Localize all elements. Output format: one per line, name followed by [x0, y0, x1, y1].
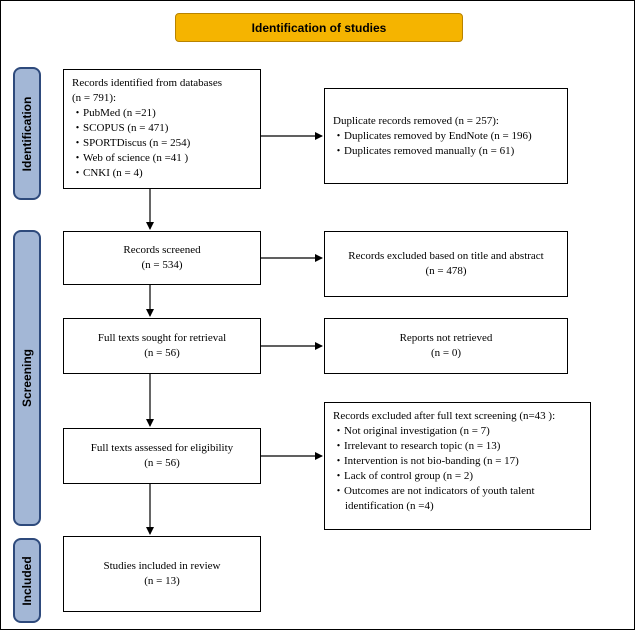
records-identified-total: (n = 791): [72, 92, 117, 104]
duplicate-item: Duplicates removed by EndNote (n = 196) [333, 129, 559, 144]
records-screened-count: (n = 534) [141, 259, 183, 271]
exclusion-reason-item: Outcomes are not indicators of youth tal… [333, 484, 582, 499]
reports-not-retrieved-title: Reports not retrieved [399, 332, 493, 344]
records-identified-title: Records identified from databases [72, 77, 222, 89]
duplicate-item: Duplicates removed manually (n = 61) [333, 144, 559, 159]
duplicates-title: Duplicate records removed (n = 257): [333, 114, 499, 127]
header-title: Identification of studies [175, 13, 463, 42]
exclusion-reason-continuation: identification (n =4) [345, 500, 434, 512]
records-identified-box: Records identified from databases (n = 7… [63, 69, 261, 189]
records-screened-title: Records screened [123, 244, 201, 256]
exclusion-reason-item: Not original investigation (n = 7) [333, 424, 582, 439]
exclusion-reason-item: Intervention is not bio-banding (n = 17) [333, 454, 582, 469]
database-item: Web of science (n =41 ) [72, 151, 252, 166]
excluded-title-abstract-title: Records excluded based on title and abst… [348, 250, 544, 262]
full-texts-assessed-count: (n = 56) [144, 457, 180, 469]
reports-not-retrieved-count: (n = 0) [430, 347, 462, 359]
excluded-title-abstract-count: (n = 478) [425, 265, 467, 277]
exclusion-reason-item: Lack of control group (n = 2) [333, 469, 582, 484]
database-item: SCOPUS (n = 471) [72, 121, 252, 136]
excluded-title-abstract-box: Records excluded based on title and abst… [324, 231, 568, 297]
database-item: PubMed (n =21) [72, 106, 252, 121]
full-texts-assessed-box: Full texts assessed for eligibility (n =… [63, 428, 261, 484]
excluded-full-text-title: Records excluded after full text screeni… [333, 410, 556, 422]
duplicates-box: Duplicate records removed (n = 257): Dup… [324, 88, 568, 184]
database-item: CNKI (n = 4) [72, 166, 252, 181]
full-texts-sought-box: Full texts sought for retrieval (n = 56) [63, 318, 261, 374]
studies-included-box: Studies included in review (n = 13) [63, 536, 261, 612]
phase-identification: Identification [13, 67, 41, 200]
studies-included-title: Studies included in review [103, 560, 221, 572]
phase-screening: Screening [13, 230, 41, 526]
excluded-full-text-box: Records excluded after full text screeni… [324, 402, 591, 530]
reports-not-retrieved-box: Reports not retrieved (n = 0) [324, 318, 568, 374]
database-item: SPORTDiscus (n = 254) [72, 136, 252, 151]
full-texts-assessed-title: Full texts assessed for eligibility [90, 442, 234, 454]
full-texts-sought-title: Full texts sought for retrieval [97, 332, 227, 344]
records-screened-box: Records screened (n = 534) [63, 231, 261, 285]
phase-included: Included [13, 538, 41, 623]
full-texts-sought-count: (n = 56) [144, 347, 180, 359]
exclusion-reason-item: Irrelevant to research topic (n = 13) [333, 439, 582, 454]
studies-included-count: (n = 13) [144, 575, 180, 587]
